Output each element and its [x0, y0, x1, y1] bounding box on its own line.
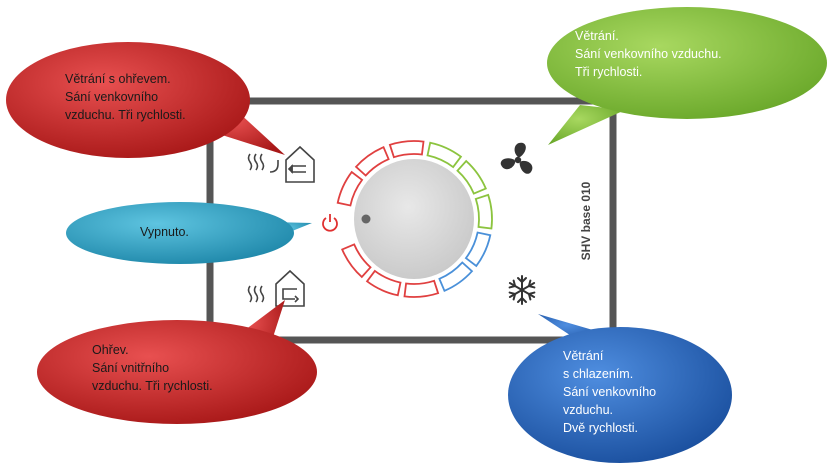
dial-segment-1[interactable] [336, 170, 364, 207]
callout-off-bubble [66, 202, 312, 264]
callout-ventilation-bubble [547, 7, 827, 145]
dial-indicator-dot [361, 214, 371, 224]
callout-off-text: Vypnuto. [140, 225, 189, 239]
callout-ventilation-text: Větrání. Sání venkovního vzduchu. Tři ry… [575, 29, 722, 79]
heat-house-intake-icon [247, 145, 315, 183]
dial-segment-11[interactable] [341, 243, 372, 279]
callout-heating-ventilation-bubble [6, 42, 285, 158]
dial-segment-4[interactable] [426, 141, 463, 169]
callout-heating-ventilation-text: Větrání s ohřevem. Sání venkovního vzduc… [65, 72, 186, 122]
fan-icon [500, 142, 533, 174]
power-icon [322, 214, 338, 232]
dial-segment-10[interactable] [365, 269, 402, 297]
snowflake-icon [506, 275, 538, 305]
dial-segment-5[interactable] [456, 159, 487, 195]
dial-segment-2[interactable] [354, 146, 390, 177]
device-model-label: SHV base 010 [579, 181, 593, 261]
callout-heating-text: Ohřev. Sání vnitřního vzduchu. Tři rychl… [92, 343, 213, 393]
callout-cooling-ventilation-text: Větrání s chlazením. Sání venkovního vzd… [563, 349, 657, 435]
dial-segment-9[interactable] [403, 279, 440, 298]
dial-knob[interactable] [354, 159, 474, 279]
dial-segment-3[interactable] [388, 140, 425, 159]
dial-segment-8[interactable] [438, 261, 474, 292]
heat-house-recirculation-icon [247, 269, 305, 307]
dial-segment-6[interactable] [474, 193, 493, 230]
dial-ring [336, 140, 493, 298]
callout-cooling-ventilation-bubble [508, 314, 732, 463]
dial-segment-7[interactable] [464, 231, 492, 268]
callout-heating-bubble [37, 300, 317, 424]
